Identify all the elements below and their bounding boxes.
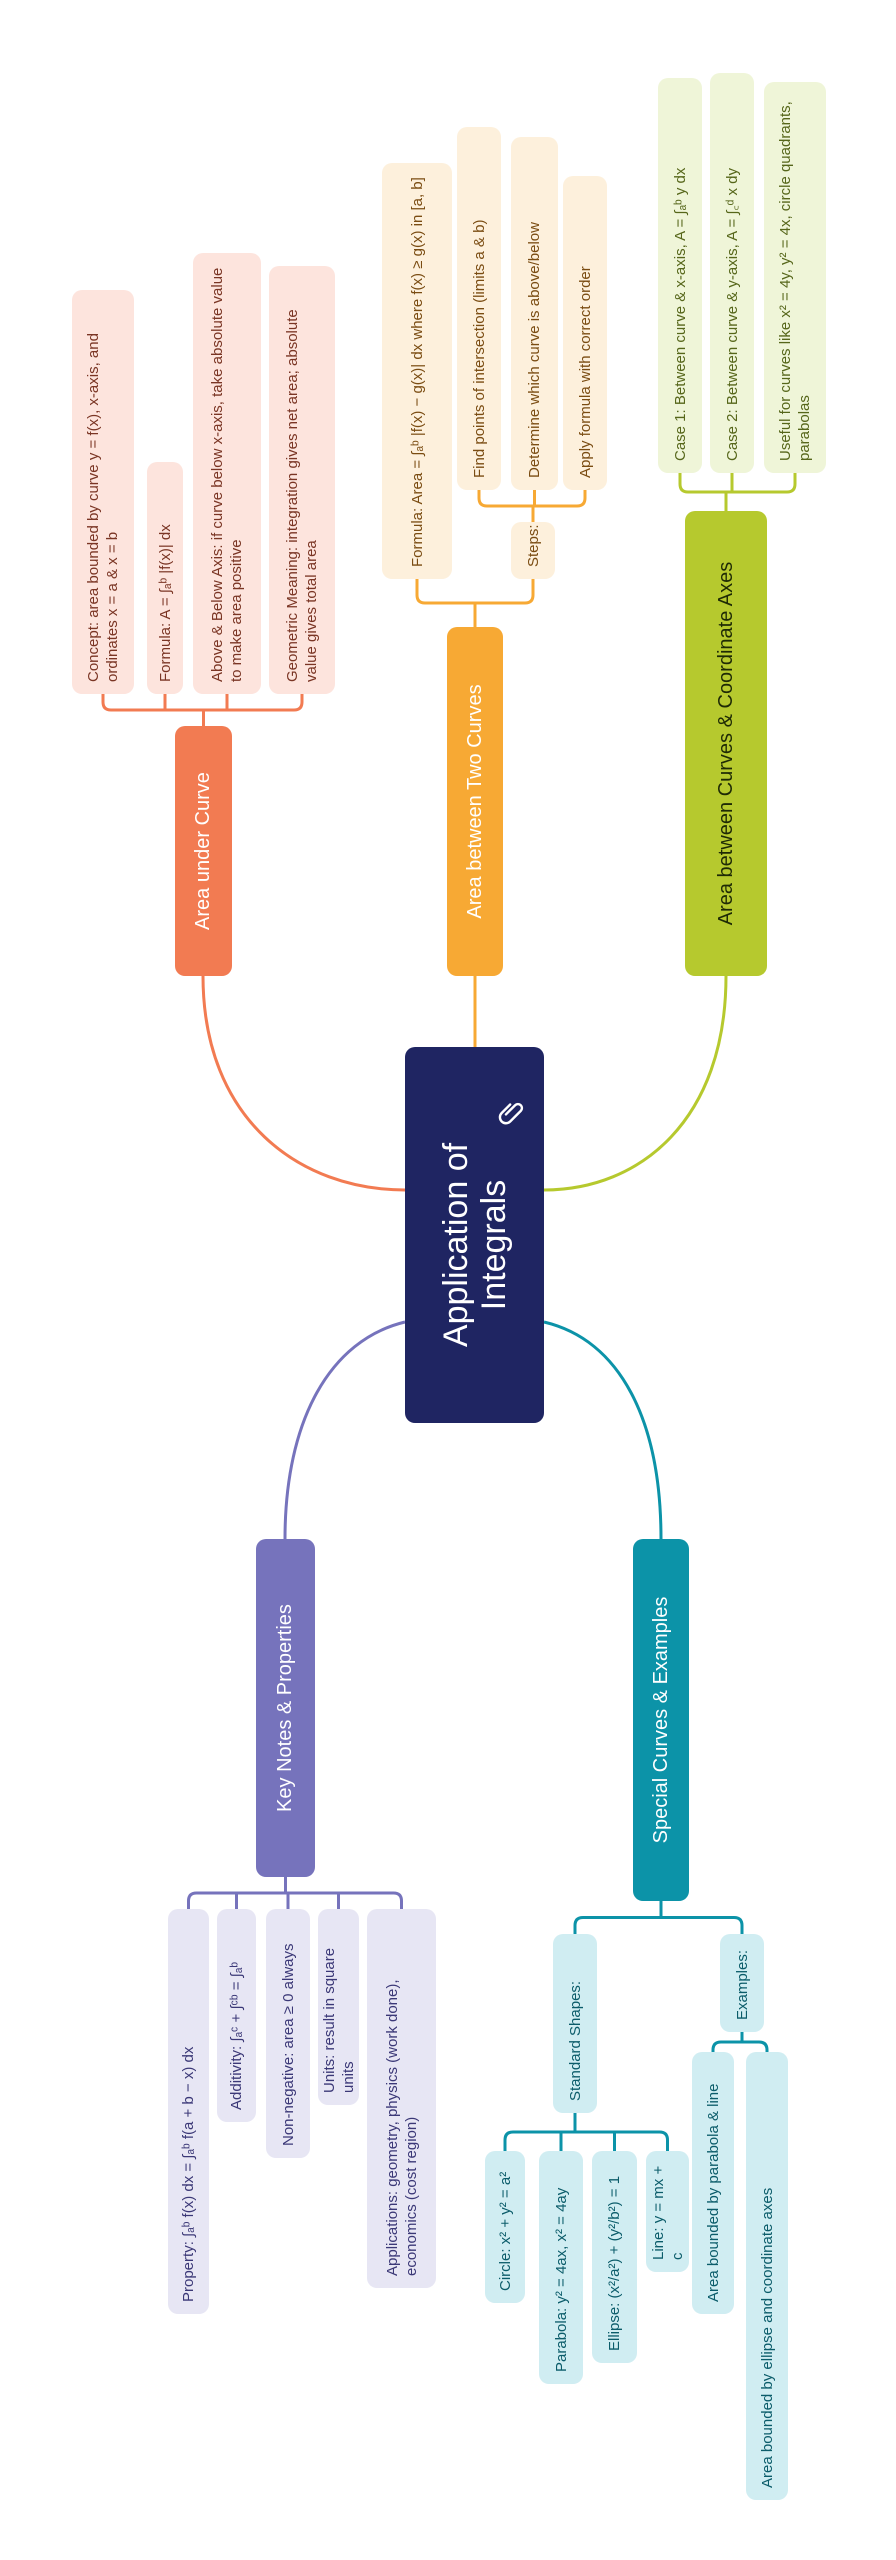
bracket-branch bbox=[786, 473, 797, 494]
branch-label: Area under Curve bbox=[192, 772, 214, 930]
branch-label: Area between Curves & Coordinate Axes bbox=[714, 561, 737, 926]
bracket-branch bbox=[187, 1891, 197, 1909]
leaf-text: Steps: bbox=[524, 524, 542, 567]
bracket-branch bbox=[477, 490, 488, 508]
branch-label: Special Curves & Examples bbox=[649, 1596, 672, 1844]
central-title: Application of Integrals bbox=[436, 1142, 513, 1348]
leaf-text: Apply formula with correct order bbox=[576, 266, 594, 478]
bracket-branch bbox=[415, 579, 426, 605]
bracket-branch bbox=[758, 2040, 769, 2052]
leaf-text: Property: ∫ₐᵇ f(x) dx = ∫ₐᵇ f(a + b − x)… bbox=[180, 2046, 197, 2302]
leaf-text: Examples: bbox=[733, 1949, 751, 2020]
leaf-text: Ellipse: (x²/a²) + (y²/b²) = 1 bbox=[606, 2175, 623, 2351]
leaf-text: Area bounded by parabola & line bbox=[704, 2083, 722, 2303]
leaf-text: Additivity: ∫ₐᶜ + ∫ᶜᵇ = ∫ₐᵇ bbox=[228, 1962, 245, 2110]
leaf-text: Parabola: y² = 4ax, x² = 4ay bbox=[552, 2187, 570, 2372]
leaf-steps[interactable]: Steps: bbox=[511, 522, 555, 579]
branch-label: Key Notes & Properties bbox=[274, 1604, 296, 1812]
bracket-branch bbox=[711, 2040, 722, 2052]
shape-line[interactable]: Line: y = mx + c bbox=[646, 2151, 689, 2272]
leaf-units[interactable]: Units: result in square units bbox=[318, 1909, 359, 2105]
leaf-text: Formula: A = ∫ₐᵇ |f(x)| dx bbox=[156, 524, 174, 682]
leaf-text: Non-negative: area ≥ 0 always bbox=[279, 1943, 297, 2146]
leaf-case-2[interactable]: Case 2: Between curve & y-axis, A = ∫꜀ᵈ … bbox=[710, 73, 754, 473]
link-special-curves bbox=[543, 1320, 663, 1540]
leaf-text: Useful for curves like x² = 4y, y² = 4x,… bbox=[777, 101, 813, 461]
leaf-text: Circle: x² + y² = a² bbox=[496, 2171, 514, 2291]
leaf-examples[interactable]: Examples: bbox=[720, 1934, 764, 2032]
branch-label: Area between Two Curves bbox=[463, 684, 486, 919]
leaf-text: Area bounded by ellipse and coordinate a… bbox=[758, 2187, 776, 2488]
leaf-text: Case 1: Between curve & x-axis, A = ∫ₐᵇ … bbox=[671, 167, 689, 461]
leaf-text: Standard Shapes: bbox=[566, 1980, 584, 2101]
bracket-branch bbox=[503, 2130, 514, 2151]
leaf-formula[interactable]: Formula: A = ∫ₐᵇ |f(x)| dx bbox=[147, 462, 183, 694]
leaf-additivity[interactable]: Additivity: ∫ₐᶜ + ∫ᶜᵇ = ∫ₐᵇ bbox=[217, 1909, 256, 2122]
leaf-text: Formula: Area = ∫ₐᵇ |f(x) − g(x)| dx whe… bbox=[408, 177, 426, 567]
leaf-non-negative[interactable]: Non-negative: area ≥ 0 always bbox=[266, 1909, 310, 2158]
leaf-text: Case 2: Between curve & y-axis, A = ∫꜀ᵈ … bbox=[723, 167, 741, 461]
leaf-text: Applications: geometry, physics (work do… bbox=[383, 1979, 420, 2276]
leaf-text: Units: result in square units bbox=[320, 1947, 357, 2093]
bracket-branch bbox=[101, 694, 112, 712]
leaf-text: Concept: area bounded by curve y = f(x),… bbox=[85, 333, 121, 682]
branch-area-between-two-curves[interactable]: Area between Two Curves bbox=[447, 627, 503, 976]
leaf-text: Find points of intersection (limits a & … bbox=[470, 219, 488, 478]
leaf-above-below-axis[interactable]: Above & Below Axis: if curve below x-axi… bbox=[193, 253, 261, 694]
bracket-branch bbox=[733, 1916, 744, 1934]
shape-ellipse[interactable]: Ellipse: (x²/a²) + (y²/b²) = 1 bbox=[592, 2151, 637, 2363]
branch-key-notes-properties[interactable]: Key Notes & Properties bbox=[256, 1539, 315, 1877]
paperclip-icon bbox=[498, 1102, 524, 1125]
leaf-useful-curves[interactable]: Useful for curves like x² = 4y, y² = 4x,… bbox=[764, 82, 826, 473]
shape-circle[interactable]: Circle: x² + y² = a² bbox=[485, 2151, 525, 2303]
leaf-text: Line: y = mx + c bbox=[649, 2165, 686, 2260]
bracket-branch bbox=[678, 473, 689, 494]
bracket-branch bbox=[524, 579, 535, 605]
link-key-notes bbox=[283, 1320, 406, 1540]
leaf-applications[interactable]: Applications: geometry, physics (work do… bbox=[367, 1909, 436, 2288]
bracket-branch bbox=[393, 1891, 403, 1909]
bracket-branch bbox=[293, 694, 304, 712]
step-determine-curve[interactable]: Determine which curve is above/below bbox=[511, 137, 558, 490]
branch-area-under-curve[interactable]: Area under Curve bbox=[175, 726, 232, 976]
step-apply-formula[interactable]: Apply formula with correct order bbox=[563, 176, 607, 490]
leaf-formula[interactable]: Formula: Area = ∫ₐᵇ |f(x) − g(x)| dx whe… bbox=[382, 163, 452, 579]
leaf-text: Geometric Meaning: integration gives net… bbox=[284, 309, 320, 682]
link-area-under-curve bbox=[201, 975, 406, 1192]
leaf-text: Determine which curve is above/below bbox=[526, 222, 543, 478]
example-parabola-line[interactable]: Area bounded by parabola & line bbox=[692, 2052, 734, 2314]
branch-curves-and-coordinate-axes[interactable]: Area between Curves & Coordinate Axes bbox=[685, 511, 767, 976]
bracket-branch bbox=[659, 2130, 669, 2151]
leaf-geometric-meaning[interactable]: Geometric Meaning: integration gives net… bbox=[269, 266, 335, 694]
shape-parabola[interactable]: Parabola: y² = 4ax, x² = 4ay bbox=[539, 2151, 583, 2384]
link-coordinate-axes bbox=[543, 975, 728, 1192]
bracket-branch bbox=[573, 1916, 584, 1934]
leaf-standard-shapes[interactable]: Standard Shapes: bbox=[553, 1934, 597, 2113]
example-ellipse-axes[interactable]: Area bounded by ellipse and coordinate a… bbox=[746, 2052, 788, 2500]
leaf-text: Above & Below Axis: if curve below x-axi… bbox=[209, 267, 245, 682]
central-topic[interactable]: Application of Integrals bbox=[405, 1047, 544, 1423]
leaf-case-1[interactable]: Case 1: Between curve & x-axis, A = ∫ₐᵇ … bbox=[658, 78, 702, 473]
leaf-concept[interactable]: Concept: area bounded by curve y = f(x),… bbox=[72, 290, 134, 694]
step-find-intersection[interactable]: Find points of intersection (limits a & … bbox=[457, 127, 501, 490]
leaf-property[interactable]: Property: ∫ₐᵇ f(x) dx = ∫ₐᵇ f(a + b − x)… bbox=[168, 1909, 209, 2314]
bracket-branch bbox=[576, 490, 587, 508]
branch-special-curves-examples[interactable]: Special Curves & Examples bbox=[633, 1539, 689, 1901]
